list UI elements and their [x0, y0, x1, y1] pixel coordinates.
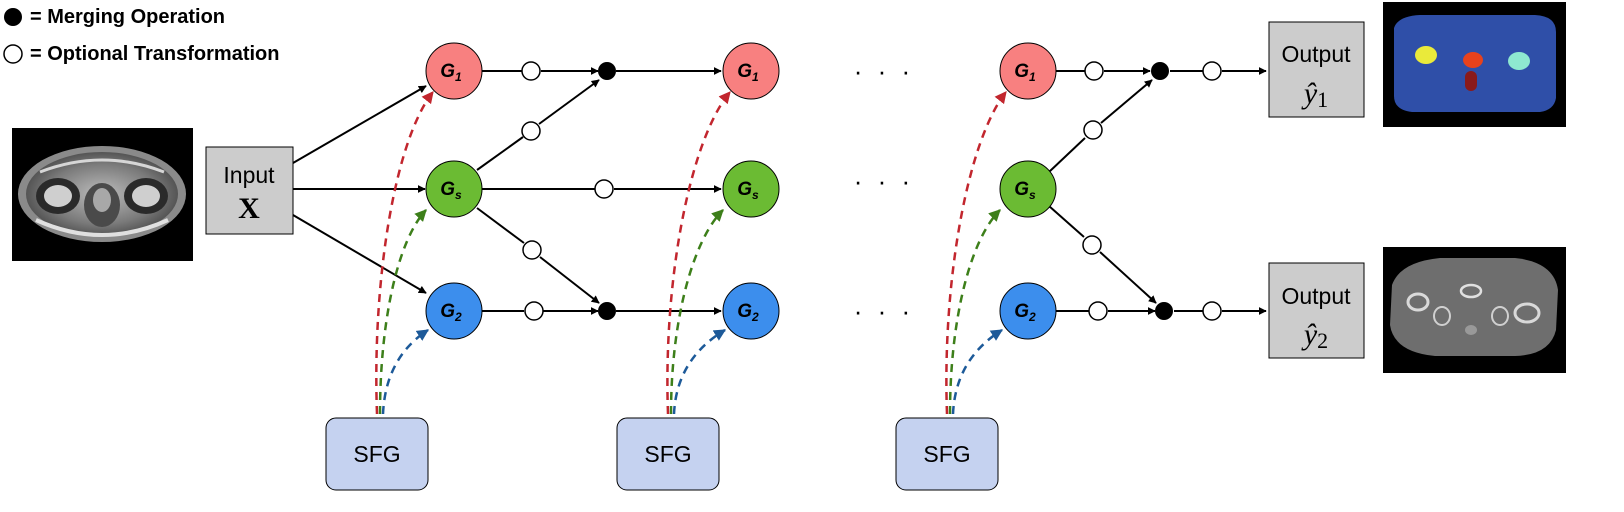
final-stage-nodes — [999, 42, 1057, 340]
node-label-g1: G1 — [737, 61, 759, 84]
edge-opt-up-merge1 — [538, 79, 600, 125]
edge-gsf-opt-down — [1048, 205, 1085, 238]
node-g1 — [722, 42, 780, 100]
merging-legend-dot — [4, 8, 22, 26]
sfg3-to-g2 — [951, 328, 1004, 415]
optional-transformation — [522, 240, 542, 260]
merging-operation — [1155, 302, 1173, 320]
input-mri-image — [12, 128, 193, 261]
optional-legend-dot — [3, 44, 23, 64]
sfg-label: SFG — [923, 441, 970, 467]
legend-merging-label: = Merging Operation — [30, 6, 225, 28]
ellipsis: · · · — [854, 296, 914, 326]
sfg-box — [895, 417, 999, 491]
input-symbol: X — [238, 192, 260, 225]
edge-input-g2 — [292, 214, 427, 294]
node-gs — [425, 160, 483, 218]
node-label-gs: Gs — [737, 179, 759, 202]
optional-transformation — [1202, 301, 1222, 321]
output-1-symbol: ŷ1 — [1301, 77, 1328, 112]
ellipsis: · · · — [854, 166, 914, 196]
optional-transformations — [521, 61, 1222, 321]
node-g1 — [425, 42, 483, 100]
node-label-g1: G1 — [440, 61, 462, 84]
sfg2-to-g2 — [672, 328, 727, 415]
optional-transformation — [1088, 301, 1108, 321]
edge-gs-opt-down — [476, 207, 525, 244]
optional-transformation — [1202, 61, 1222, 81]
optional-transformation — [594, 179, 614, 199]
sfg1-to-g1 — [375, 91, 434, 415]
node-label-gs: Gs — [440, 179, 462, 202]
node-g2 — [425, 282, 483, 340]
merging-operation — [598, 302, 616, 320]
edge-opt-down-merge2 — [539, 256, 600, 304]
optional-transformation — [521, 61, 541, 81]
output-segmentation-image — [1383, 2, 1566, 127]
node-label-g2: G2 — [1014, 301, 1036, 324]
sfg-label: SFG — [644, 441, 691, 467]
node-labels: G1 Gs G2 G1 Gs G2 G1 Gs G2 — [440, 61, 1036, 324]
optional-transformation — [1084, 61, 1104, 81]
merging-operation — [1151, 62, 1169, 80]
optional-transformation — [1082, 235, 1102, 255]
node-gs — [999, 160, 1057, 218]
sfg-dashed-arrows — [375, 91, 1007, 415]
node-label-gs: Gs — [1014, 179, 1036, 202]
input-box: Input X — [205, 146, 294, 235]
input-label: Input — [223, 162, 275, 188]
sfg-label: SFG — [353, 441, 400, 467]
optional-transformation — [521, 121, 541, 141]
optional-transformation — [524, 301, 544, 321]
sfg-box — [616, 417, 720, 491]
output-1-label: Output — [1281, 41, 1351, 67]
node-label-g1: G1 — [1014, 61, 1036, 84]
node-g2 — [722, 282, 780, 340]
sfg1-to-g2 — [381, 328, 430, 415]
edge-gs-opt-up — [476, 136, 524, 171]
sfg3-to-gs — [948, 209, 1001, 415]
node-label-g2: G2 — [737, 301, 759, 324]
output-2-symbol: ŷ2 — [1301, 318, 1328, 353]
node-g2 — [999, 282, 1057, 340]
sfg-box — [325, 417, 429, 491]
output-box-2: Output ŷ2 — [1268, 262, 1365, 359]
legend-optional-label: = Optional Transformation — [30, 43, 279, 65]
output-box-1: Output ŷ1 — [1268, 21, 1365, 118]
edges — [292, 67, 1267, 315]
stage-1-nodes — [425, 42, 483, 340]
node-gs — [722, 160, 780, 218]
optional-transformation — [1083, 120, 1103, 140]
output-2-label: Output — [1281, 283, 1351, 309]
merging-operation — [598, 62, 616, 80]
stage-2-nodes — [722, 42, 780, 340]
ellipsis-group: · · · · · · · · · — [854, 56, 914, 326]
sfg2-to-gs — [669, 209, 724, 415]
node-g1 — [999, 42, 1057, 100]
merging-operations — [598, 62, 1173, 320]
edge-optf-down-merge4 — [1099, 251, 1157, 304]
sfg3-to-g1 — [945, 91, 1007, 415]
ellipsis: · · · — [854, 56, 914, 86]
sfg-boxes: SFG SFG SFG — [325, 417, 999, 491]
sfg1-to-gs — [378, 209, 427, 415]
edge-optf-up-merge3 — [1100, 79, 1153, 124]
sfg2-to-g1 — [666, 91, 731, 415]
legend: = Merging Operation = Optional Transform… — [3, 6, 279, 65]
edge-input-g1 — [292, 85, 427, 164]
output-ct-image — [1383, 247, 1566, 373]
edge-gsf-opt-up — [1048, 137, 1086, 173]
node-label-g2: G2 — [440, 301, 462, 324]
